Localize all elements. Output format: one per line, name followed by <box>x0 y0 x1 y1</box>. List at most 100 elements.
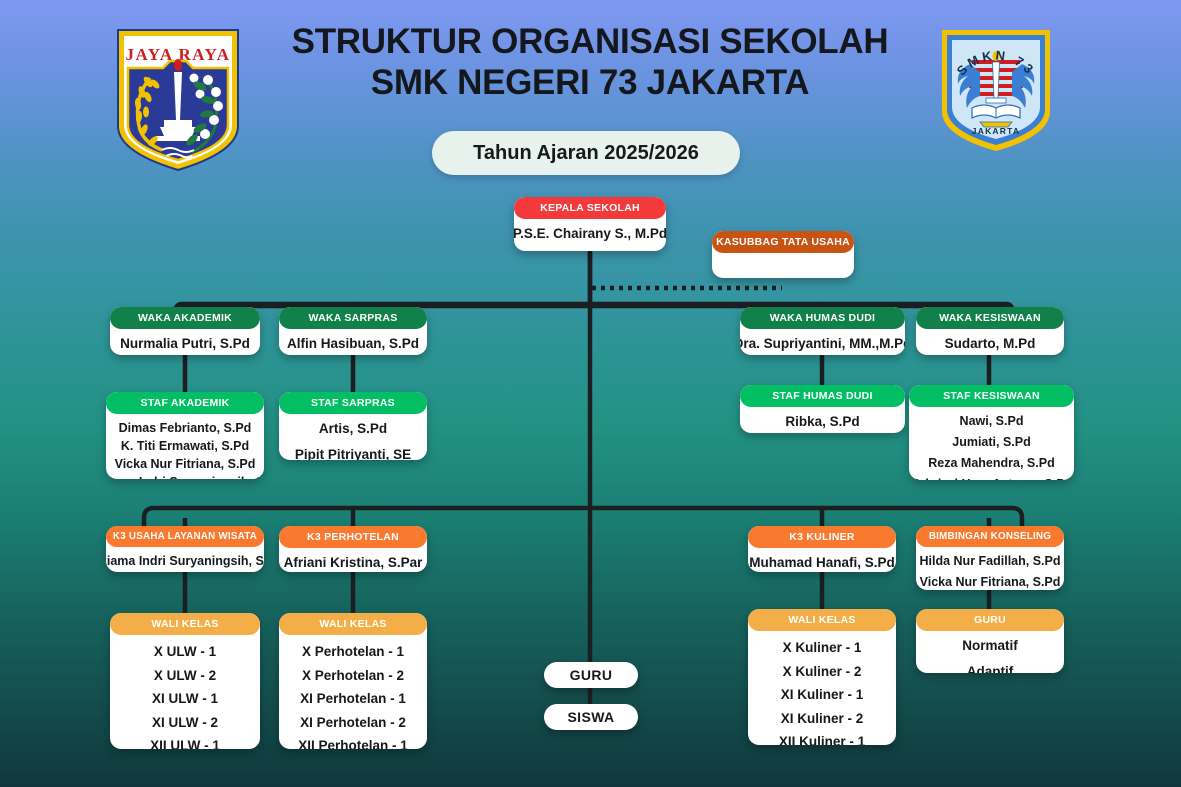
page-title: STRUKTUR ORGANISASI SEKOLAH SMK NEGERI 7… <box>260 22 920 104</box>
node-row: X Kuliner - 2 <box>782 663 862 679</box>
node-row: XII Perhotelan - 1 <box>298 738 408 749</box>
node-row: XI ULW - 2 <box>151 714 218 730</box>
node-body: Artis, S.Pd Pipit Pitriyanti, SE <box>279 414 427 460</box>
node-row: X Perhotelan - 2 <box>301 667 405 683</box>
node-body: Dra. Supriyantini, MM.,M.Pd <box>740 329 905 355</box>
node-staf-kesiswaan[interactable]: STAF KESISWAAN Nawi, S.Pd Jumiati, S.Pd … <box>909 385 1074 480</box>
node-row: Muhamad Hanafi, S.Pd <box>749 555 895 570</box>
node-header: K3 KULINER <box>748 526 896 548</box>
node-row: Reza Mahendra, S.Pd <box>928 456 1055 471</box>
node-header: KASUBBAG TATA USAHA <box>712 231 854 253</box>
node-row: Alfin Hasibuan, S.Pd <box>286 336 419 351</box>
node-header: K3 PERHOTELAN <box>279 526 427 548</box>
node-header: WAKA HUMAS DUDI <box>740 307 905 329</box>
node-body: Dimas Febrianto, S.Pd K. Titi Ermawati, … <box>106 414 264 479</box>
node-body: P.S.E. Chairany S., M.Pd <box>514 219 666 251</box>
node-row: Riama Indri Suryaningsih, SE <box>106 554 264 568</box>
node-header: WALI KELAS <box>279 613 427 635</box>
node-header: KEPALA SEKOLAH <box>514 197 666 219</box>
node-wali-kelas-perhotelan[interactable]: WALI KELAS X Perhotelan - 1 X Perhotelan… <box>279 613 427 749</box>
node-row: XI Perhotelan - 2 <box>300 714 406 730</box>
node-row: Adaptif <box>966 663 1014 673</box>
page-title-line-1: STRUKTUR ORGANISASI SEKOLAH <box>291 22 889 61</box>
node-row: X ULW - 2 <box>153 667 217 683</box>
node-siswa-pill[interactable]: SISWA <box>544 704 638 730</box>
node-body: Afriani Kristina, S.Par <box>279 548 427 572</box>
node-header: WALI KELAS <box>748 609 896 631</box>
node-header: STAF KESISWAAN <box>909 385 1074 407</box>
node-waka-humas-dudi[interactable]: WAKA HUMAS DUDI Dra. Supriyantini, MM.,M… <box>740 307 905 355</box>
node-row: X Kuliner - 1 <box>782 640 862 655</box>
node-row: Nawi, S.Pd <box>959 414 1024 428</box>
node-row: XII ULW - 1 <box>150 738 220 749</box>
smkn-73-school-logo-icon: SMKN 73 JAKARTA <box>936 26 1056 152</box>
node-body: Nawi, S.Pd Jumiati, S.Pd Reza Mahendra, … <box>909 407 1074 480</box>
node-k3-kuliner[interactable]: K3 KULINER Muhamad Hanafi, S.Pd <box>748 526 896 572</box>
node-row: Afriani Kristina, S.Par <box>283 555 423 570</box>
node-header: WAKA SARPRAS <box>279 307 427 329</box>
node-row: X Perhotelan - 1 <box>301 644 405 659</box>
node-row: XI ULW - 1 <box>151 691 218 707</box>
node-row: Ribka, S.Pd <box>785 414 860 429</box>
node-body: X Perhotelan - 1 X Perhotelan - 2 XI Per… <box>279 635 427 749</box>
node-body: X Kuliner - 1 X Kuliner - 2 XI Kuliner -… <box>748 631 896 745</box>
node-body: Muhamad Hanafi, S.Pd <box>748 548 896 572</box>
node-k3-usaha-layanan-wisata[interactable]: K3 USAHA LAYANAN WISATA Riama Indri Sury… <box>106 526 264 572</box>
node-guru-bk[interactable]: GURU Normatif Adaptif <box>916 609 1064 673</box>
node-header: BIMBINGAN KONSELING <box>916 526 1064 547</box>
academic-year-badge: Tahun Ajaran 2025/2026 <box>432 131 740 175</box>
node-k3-perhotelan[interactable]: K3 PERHOTELAN Afriani Kristina, S.Par <box>279 526 427 572</box>
node-staf-akademik[interactable]: STAF AKADEMIK Dimas Febrianto, S.Pd K. T… <box>106 392 264 479</box>
node-row: XI Kuliner - 1 <box>780 687 864 703</box>
node-header: WAKA KESISWAAN <box>916 307 1064 329</box>
node-row: Artis, S.Pd <box>318 421 388 436</box>
node-body: Ribka, S.Pd <box>740 407 905 433</box>
node-row: Dimas Febrianto, S.Pd <box>118 421 252 435</box>
node-body: Hilda Nur Fadillah, S.Pd Vicka Nur Fitri… <box>916 547 1064 590</box>
node-header: STAF HUMAS DUDI <box>740 385 905 407</box>
node-body: Alfin Hasibuan, S.Pd <box>279 329 427 355</box>
node-body: Riama Indri Suryaningsih, SE <box>106 547 264 572</box>
node-guru-pill-label: GURU <box>569 667 613 683</box>
node-waka-sarpras[interactable]: WAKA SARPRAS Alfin Hasibuan, S.Pd <box>279 307 427 355</box>
node-waka-akademik[interactable]: WAKA AKADEMIK Nurmalia Putri, S.Pd <box>110 307 260 355</box>
node-staf-humas-dudi[interactable]: STAF HUMAS DUDI Ribka, S.Pd <box>740 385 905 433</box>
node-header: GURU <box>916 609 1064 631</box>
node-body: X ULW - 1 X ULW - 2 XI ULW - 1 XI ULW - … <box>110 635 260 749</box>
academic-year-label: Tahun Ajaran 2025/2026 <box>473 141 699 164</box>
node-row: X ULW - 1 <box>153 644 217 659</box>
node-header: WAKA AKADEMIK <box>110 307 260 329</box>
svg-text:JAYA RAYA: JAYA RAYA <box>125 45 230 64</box>
node-row: Riama Indri Suryaningsih, SE <box>106 473 264 479</box>
node-row: Jumiati, S.Pd <box>952 435 1031 450</box>
node-row: Nurmalia Putri, S.Pd <box>120 336 250 351</box>
node-row: Sudarto, M.Pd <box>944 336 1036 351</box>
node-kepala-sekolah[interactable]: KEPALA SEKOLAH P.S.E. Chairany S., M.Pd <box>514 197 666 251</box>
node-row: Hilda Nur Fadillah, S.Pd <box>919 554 1061 568</box>
node-kasubbag-tata-usaha[interactable]: KASUBBAG TATA USAHA <box>712 231 854 278</box>
node-siswa-pill-label: SISWA <box>567 709 615 725</box>
node-header: WALI KELAS <box>110 613 260 635</box>
node-row: XII Kuliner - 1 <box>778 734 866 745</box>
node-wali-kelas-ulw[interactable]: WALI KELAS X ULW - 1 X ULW - 2 XI ULW - … <box>110 613 260 749</box>
node-body: Nurmalia Putri, S.Pd <box>110 329 260 355</box>
node-row: Pipit Pitriyanti, SE <box>294 446 412 460</box>
node-body: Normatif Adaptif <box>916 631 1064 673</box>
node-wali-kelas-kuliner[interactable]: WALI KELAS X Kuliner - 1 X Kuliner - 2 X… <box>748 609 896 745</box>
node-row: Fahrizal Hary Astama, S.Pd <box>911 475 1072 480</box>
node-body: Sudarto, M.Pd <box>916 329 1064 355</box>
node-row: Dra. Supriyantini, MM.,M.Pd <box>740 336 905 351</box>
node-guru-pill[interactable]: GURU <box>544 662 638 688</box>
node-row: P.S.E. Chairany S., M.Pd <box>514 226 666 242</box>
node-staf-sarpras[interactable]: STAF SARPRAS Artis, S.Pd Pipit Pitriyant… <box>279 392 427 460</box>
node-header: STAF SARPRAS <box>279 392 427 414</box>
node-row: Vicka Nur Fitriana, S.Pd <box>114 457 256 472</box>
node-header: K3 USAHA LAYANAN WISATA <box>106 526 264 547</box>
jakarta-provincial-emblem-icon: JAYA RAYA <box>108 22 248 176</box>
node-waka-kesiswaan[interactable]: WAKA KESISWAAN Sudarto, M.Pd <box>916 307 1064 355</box>
node-bimbingan-konseling[interactable]: BIMBINGAN KONSELING Hilda Nur Fadillah, … <box>916 526 1064 590</box>
node-row: Vicka Nur Fitriana, S.Pd <box>919 575 1061 590</box>
page-title-line-2: SMK NEGERI 73 JAKARTA <box>370 62 810 102</box>
node-row: Normatif <box>962 638 1018 653</box>
